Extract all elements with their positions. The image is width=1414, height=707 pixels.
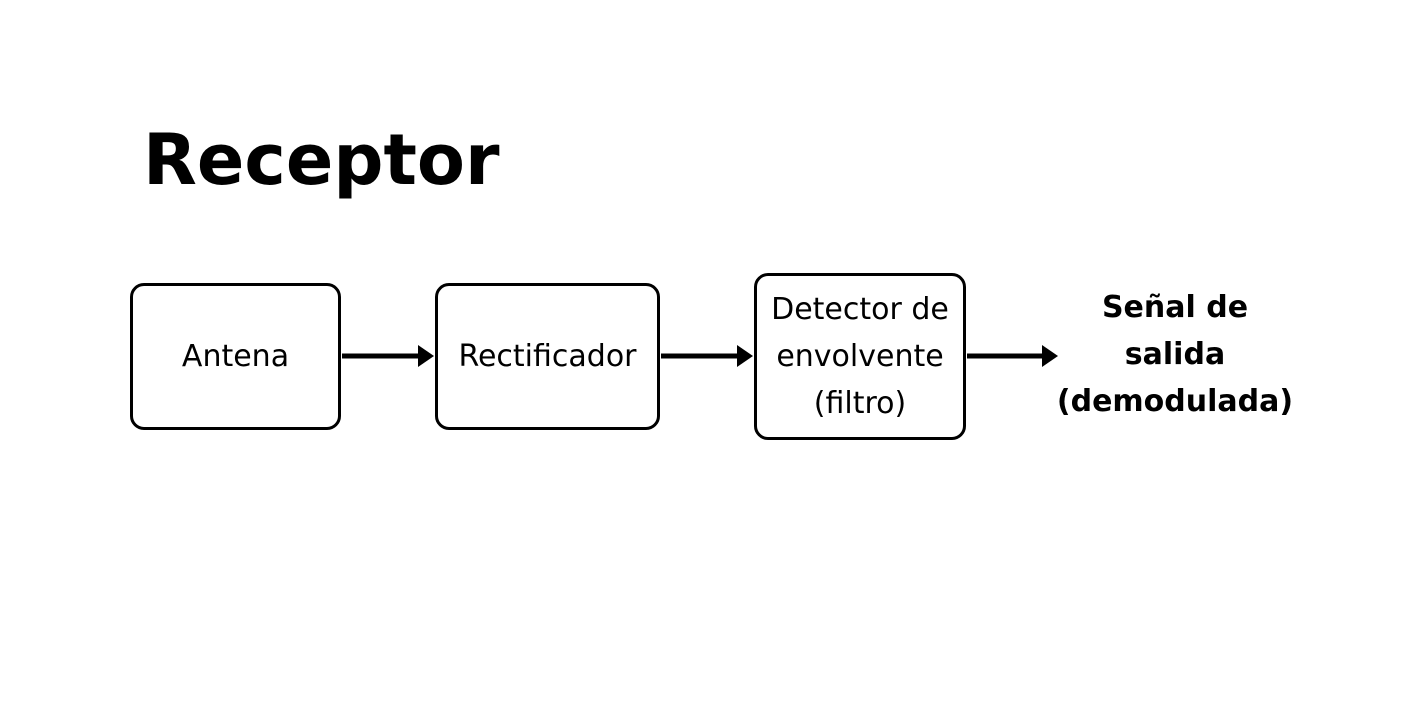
block-label-line-1: Detector de <box>771 292 949 327</box>
block-antena: Antena <box>130 283 341 430</box>
block-label-line-3: (filtro) <box>813 386 907 421</box>
block-label: Rectificador <box>458 339 637 374</box>
output-label-line-2: salida <box>1124 337 1226 372</box>
arrow-rectificador-to-detector <box>661 345 753 367</box>
arrow-detector-to-output <box>967 345 1058 367</box>
output-label-line-3: (demodulada) <box>1056 384 1294 419</box>
block-rectificador: Rectificador <box>435 283 660 430</box>
block-label: Antena <box>181 339 290 374</box>
arrow-antena-to-rectificador <box>342 345 434 367</box>
output-label-line-1: Señal de <box>1101 290 1249 325</box>
diagram-title: Receptor <box>143 119 500 201</box>
block-label-line-2: envolvente <box>776 339 944 374</box>
block-detector-envolvente: Detector de envolvente (filtro) <box>754 273 966 440</box>
output-signal-label: Señal de salida (demodulada) <box>1052 284 1298 425</box>
